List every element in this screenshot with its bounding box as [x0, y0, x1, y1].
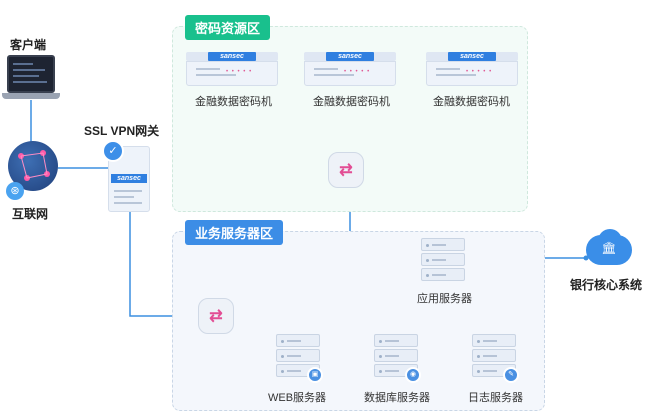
business-router-icon: ⇄ [198, 298, 234, 334]
database-status-icon: ◉ [405, 367, 421, 383]
shield-check-icon: ✓ [102, 140, 124, 162]
log-server-label: 日志服务器 [468, 392, 523, 404]
web-server-label: WEB服务器 [268, 392, 327, 404]
bank-cloud-icon: 🏛 [586, 229, 632, 265]
hsm-device-1: sansec • • • • • [186, 52, 278, 86]
ssl-vpn-gateway-device: sansec ✓ [102, 140, 150, 212]
gateway-brand: sansec [111, 174, 147, 183]
business-server-zone: 业务服务器区 [172, 220, 545, 411]
business-zone-title: 业务服务器区 [185, 220, 284, 245]
internet-label: 互联网 [12, 207, 49, 221]
hsm-label-3: 金融数据密码机 [433, 96, 510, 108]
bank-building-icon: 🏛 [601, 241, 617, 255]
log-status-icon: ✎ [503, 367, 519, 383]
hsm-label-1: 金融数据密码机 [195, 96, 272, 108]
crypto-router-icon: ⇄ [328, 152, 364, 188]
database-server-icon: ◉ [374, 334, 421, 383]
crypto-zone-title: 密码资源区 [185, 15, 271, 40]
client-label: 客户端 [10, 38, 47, 52]
gateway-label: SSL VPN网关 [84, 124, 160, 138]
hsm-brand: sansec [448, 52, 496, 61]
hsm-brand: sansec [208, 52, 256, 61]
network-icon: ⊛ [6, 182, 24, 200]
web-server-icon: ▣ [276, 334, 323, 383]
app-server-icon [421, 238, 465, 284]
log-server-icon: ✎ [472, 334, 519, 383]
database-server-label: 数据库服务器 [364, 392, 430, 404]
hsm-label-2: 金融数据密码机 [313, 96, 390, 108]
app-server-label: 应用服务器 [417, 293, 472, 305]
hsm-brand: sansec [326, 52, 374, 61]
laptop-icon [2, 55, 60, 100]
bank-core-label: 银行核心系统 [570, 278, 643, 292]
web-status-icon: ▣ [307, 367, 323, 383]
hsm-device-2: sansec • • • • • [304, 52, 396, 86]
hsm-device-3: sansec • • • • • [426, 52, 518, 86]
